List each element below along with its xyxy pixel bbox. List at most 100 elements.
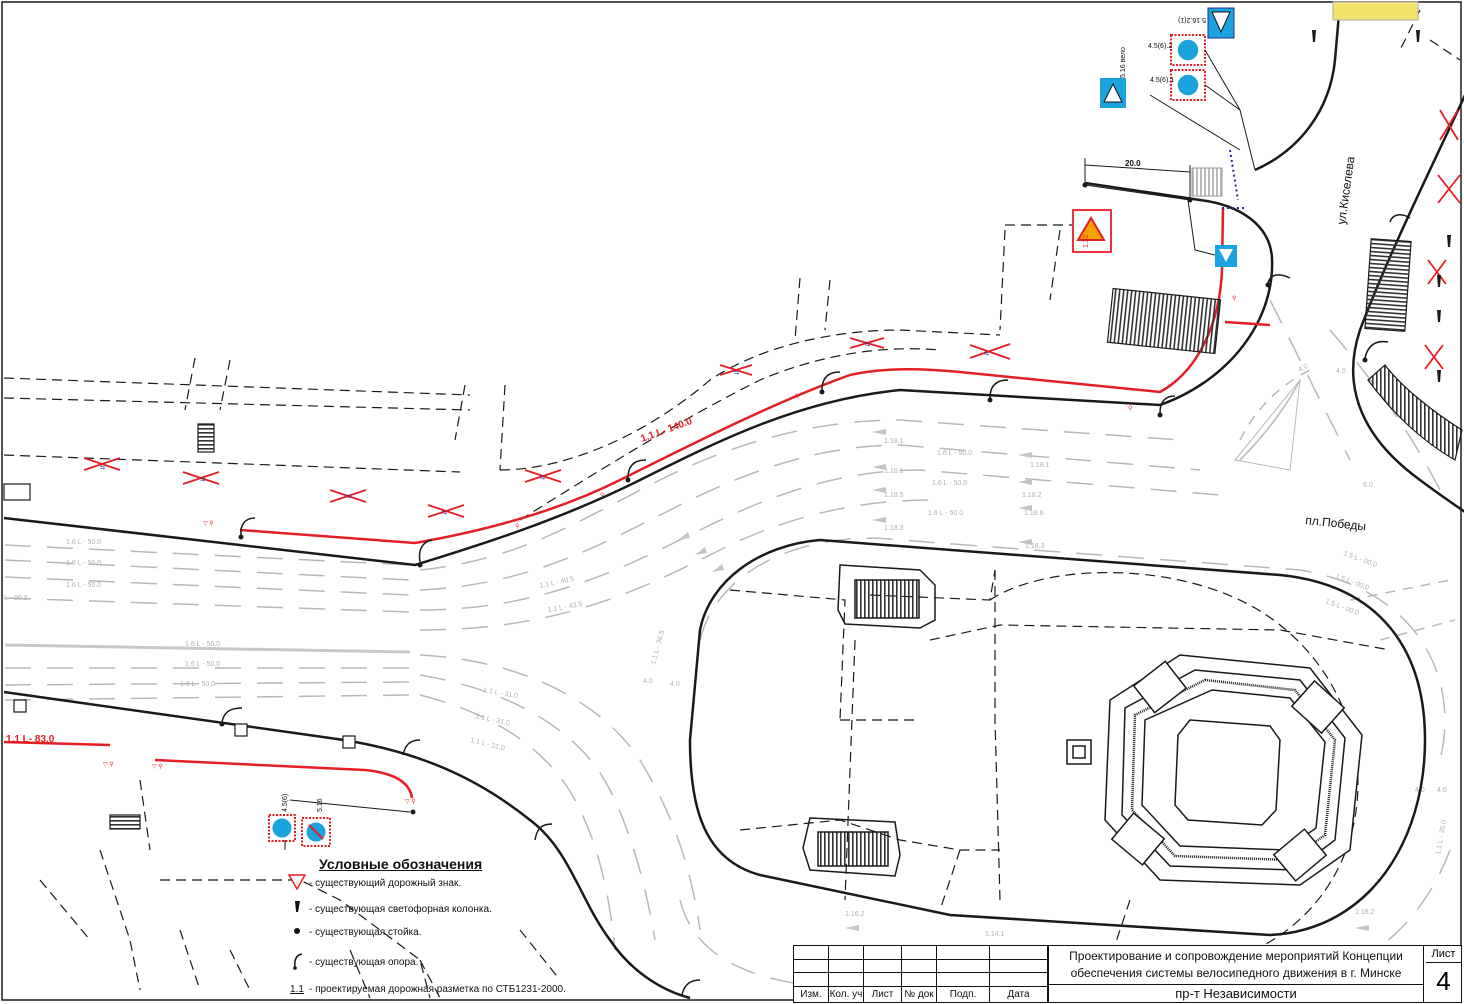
svg-text:1.14.1: 1.14.1 xyxy=(985,931,1005,938)
svg-text:1.1 L - 36.5: 1.1 L - 36.5 xyxy=(650,630,666,666)
svg-text:⇆: ⇆ xyxy=(865,341,870,348)
svg-text:1.18.5: 1.18.5 xyxy=(884,492,904,499)
legend-title: Условные обозначения xyxy=(319,856,483,872)
svg-text:1.6 L - 50.0: 1.6 L - 50.0 xyxy=(66,539,101,546)
svg-text:⇆: ⇆ xyxy=(540,474,545,481)
svg-text:6.0: 6.0 xyxy=(1363,482,1373,489)
svg-text:⚲: ⚲ xyxy=(795,393,799,400)
svg-text:5.16.2(1): 5.16.2(1) xyxy=(1178,16,1206,23)
header-izm: Изм. xyxy=(794,987,829,1002)
svg-text:1.18.2: 1.18.2 xyxy=(1022,492,1042,499)
svg-text:1.18.1: 1.18.1 xyxy=(884,438,904,445)
svg-text:⇆: ⇆ xyxy=(442,509,447,516)
svg-text:1.6 L - 50.0: 1.6 L - 50.0 xyxy=(185,661,220,668)
legend-item: 1.1- проектируемая дорожная разметка по … xyxy=(285,984,566,995)
post-dots xyxy=(219,182,1368,815)
svg-text:1.6 L - 50.0: 1.6 L - 50.0 xyxy=(937,450,972,457)
crosswalks xyxy=(1191,1,1419,197)
svg-text:4.0: 4.0 xyxy=(643,678,653,685)
dimension-20-label: 20.0 xyxy=(1125,159,1141,168)
marking-line-icon: 1.1 xyxy=(290,984,304,995)
svg-text:1.18.3: 1.18.3 xyxy=(1025,543,1045,550)
marking-lower-label: 1.1 L- 83.0 xyxy=(6,734,55,745)
svg-text:1.1 L - 31.0: 1.1 L - 31.0 xyxy=(470,737,506,752)
svg-text:1.1 L - 31.0: 1.1 L - 31.0 xyxy=(475,713,511,727)
svg-text:⚲: ⚲ xyxy=(515,523,519,530)
svg-text:1.6 L - 50.0: 1.6 L - 50.0 xyxy=(66,582,101,589)
svg-text:1.18.1: 1.18.1 xyxy=(1030,462,1050,469)
svg-text:⚲: ⚲ xyxy=(1232,295,1236,302)
svg-text:4.5(6).2: 4.5(6).2 xyxy=(1148,43,1172,50)
header-date: Дата xyxy=(990,987,1048,1002)
project-title: Проектирование и сопровождение мероприят… xyxy=(1048,946,1424,1002)
sidewalk-edges xyxy=(3,9,1461,999)
svg-text:⇆: ⇆ xyxy=(346,493,351,500)
bike-lane-marking xyxy=(3,207,1271,799)
traffic-lights xyxy=(1312,30,1451,382)
header-doc-no: № док xyxy=(902,987,937,1002)
svg-text:⇆: ⇆ xyxy=(984,350,989,357)
triangle-sign-icon xyxy=(285,874,309,893)
bike-lane-symbols: ▽ ⚲ ⚲ ⚲ ⚲ ⚲ ⚲ ▽ ⚲ ▽ ⚲ ▽ ⚲ xyxy=(103,295,1236,805)
svg-text:5.16 вело: 5.16 вело xyxy=(1120,47,1127,78)
legend-item: - существующий дорожный знак. xyxy=(285,874,461,893)
svg-text:1.1 L - 31.0: 1.1 L - 31.0 xyxy=(483,687,519,700)
svg-text:1.1 L - 43.5: 1.1 L - 43.5 xyxy=(547,601,583,614)
svg-text:▽ ⚲: ▽ ⚲ xyxy=(203,520,214,527)
svg-text:▽ ⚲: ▽ ⚲ xyxy=(103,761,114,768)
sheet-label: Лист xyxy=(1426,946,1461,963)
svg-text:⇆: ⇆ xyxy=(734,369,739,376)
bike-symbols: ⇆ ⇆ ⇆ ⇆ ⇆ ⇆ ⇆ ⇆ xyxy=(100,341,989,516)
marking-main-label: 1.1 L- 140.0 xyxy=(639,416,694,445)
svg-text:1.18.6: 1.18.6 xyxy=(1024,510,1044,517)
title-block: Изм. Кол. уч Лист № док Подп. Дата Проек… xyxy=(793,945,1462,1003)
legend-item: - существующая светофорная колонка. xyxy=(285,900,492,919)
project-title-line2: обеспечения системы велосипедного движен… xyxy=(1070,966,1402,980)
svg-text:5.16: 5.16 xyxy=(317,798,324,812)
lamp-pole-icon xyxy=(285,952,309,973)
dimension-line xyxy=(1084,158,1191,201)
project-title-line3: пр-т Независимости xyxy=(1049,984,1423,1002)
removed-elements xyxy=(83,109,1461,518)
svg-text:1.18.1: 1.18.1 xyxy=(884,468,904,475)
sheet-number: 4 xyxy=(1436,966,1451,996)
svg-text:L - 00.0: L - 00.0 xyxy=(4,595,28,602)
svg-text:4.5(6): 4.5(6) xyxy=(282,794,289,812)
road-signs xyxy=(268,7,1237,847)
svg-text:▽ ⚲: ▽ ⚲ xyxy=(405,798,416,805)
svg-text:⇆: ⇆ xyxy=(200,476,205,483)
svg-text:4.0: 4.0 xyxy=(1437,787,1447,794)
svg-text:1.6 L - 50.0: 1.6 L - 50.0 xyxy=(185,641,220,648)
grey-marking-labels: 1.6 L - 50.0 1.6 L - 50.0 1.6 L - 50.0 1… xyxy=(4,363,1448,999)
revision-grid xyxy=(794,946,1048,1002)
legend-item: - существующая стойка. xyxy=(285,926,422,939)
square-pobedy-label: пл.Победы xyxy=(1305,513,1367,533)
svg-text:⚲: ⚲ xyxy=(1128,405,1132,412)
svg-text:▽ ⚲: ▽ ⚲ xyxy=(152,763,163,770)
street-kiseleva-label: ул.Киселева xyxy=(1334,155,1357,225)
revision-headers: Изм. Кол. уч Лист № док Подп. Дата xyxy=(794,987,1048,1002)
svg-text:1.6 L - 50.0: 1.6 L - 50.0 xyxy=(932,480,967,487)
sign-labels: 5.16.2(1) 4.5(6).2 4.5(6).1 5.16 вело 1.… xyxy=(282,16,1206,812)
bike-crossing xyxy=(1222,149,1245,209)
sign-pointers xyxy=(284,49,1256,850)
victory-monument xyxy=(1066,654,1363,886)
curbs xyxy=(3,1,1464,1000)
header-sign: Подп. xyxy=(937,987,990,1002)
svg-text:1.6 L - 50.0: 1.6 L - 50.0 xyxy=(180,681,215,688)
svg-text:4.5(6).1: 4.5(6).1 xyxy=(1150,77,1174,84)
project-title-line1: Проектирование и сопровождение мероприят… xyxy=(1069,949,1403,963)
svg-text:⚲: ⚲ xyxy=(600,492,604,499)
sheet-number-box: Лист 4 xyxy=(1426,946,1461,1002)
svg-text:4.0: 4.0 xyxy=(1298,363,1310,374)
svg-text:1.22: 1.22 xyxy=(1083,234,1090,248)
existing-road-network xyxy=(4,299,1456,991)
svg-text:1.6 L - 50.0: 1.6 L - 50.0 xyxy=(928,510,963,517)
svg-text:4.0: 4.0 xyxy=(1336,368,1346,375)
svg-text:1.1 L - 35.0: 1.1 L - 35.0 xyxy=(1435,819,1448,855)
legend-item: - существующая опора. xyxy=(285,952,418,973)
svg-text:1.18.2: 1.18.2 xyxy=(1355,909,1375,916)
header-kol-uch: Кол. уч xyxy=(829,987,864,1002)
